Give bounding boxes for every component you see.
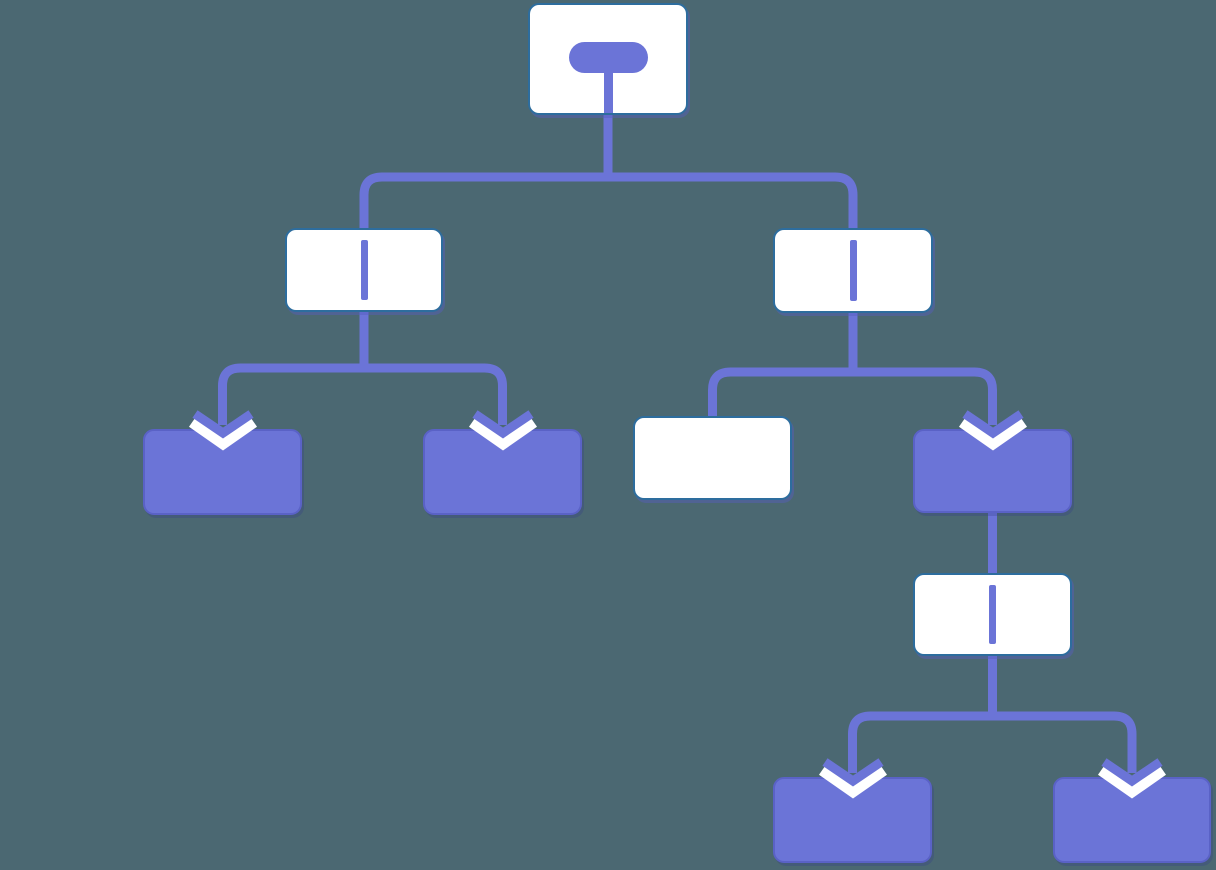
node-leaf-1[interactable] — [143, 410, 302, 515]
node-branch-right[interactable] — [773, 228, 933, 313]
chevron-down-arrow-icon — [1097, 758, 1167, 799]
root-pill-stem — [603, 71, 613, 113]
connector-line — [848, 711, 993, 773]
node-branch-bottom[interactable] — [913, 573, 1072, 656]
connector-line — [608, 172, 858, 231]
connector-line — [364, 363, 507, 425]
chevron-down-arrow-icon — [468, 410, 537, 451]
chevron-down-arrow-icon — [188, 410, 257, 451]
connector-line — [359, 172, 608, 231]
chevron-down-arrow-icon — [958, 410, 1027, 451]
node-plain-1[interactable] — [633, 416, 792, 500]
root-pill-icon — [568, 42, 648, 73]
chevron-down-arrow-icon — [818, 758, 887, 799]
node-leaf-4[interactable] — [773, 758, 932, 863]
connector-line — [853, 367, 997, 425]
divider-bar — [989, 585, 996, 644]
connector-line — [218, 363, 364, 425]
node-branch-left[interactable] — [285, 228, 443, 312]
node-leaf-2[interactable] — [423, 410, 582, 515]
node-leaf-5[interactable] — [1053, 758, 1211, 863]
divider-bar — [849, 240, 857, 301]
node-root[interactable] — [528, 3, 688, 115]
connector-line — [992, 711, 1137, 773]
node-leaf-3[interactable] — [913, 410, 1072, 513]
divider-bar — [360, 240, 368, 300]
connector-line — [708, 367, 853, 419]
